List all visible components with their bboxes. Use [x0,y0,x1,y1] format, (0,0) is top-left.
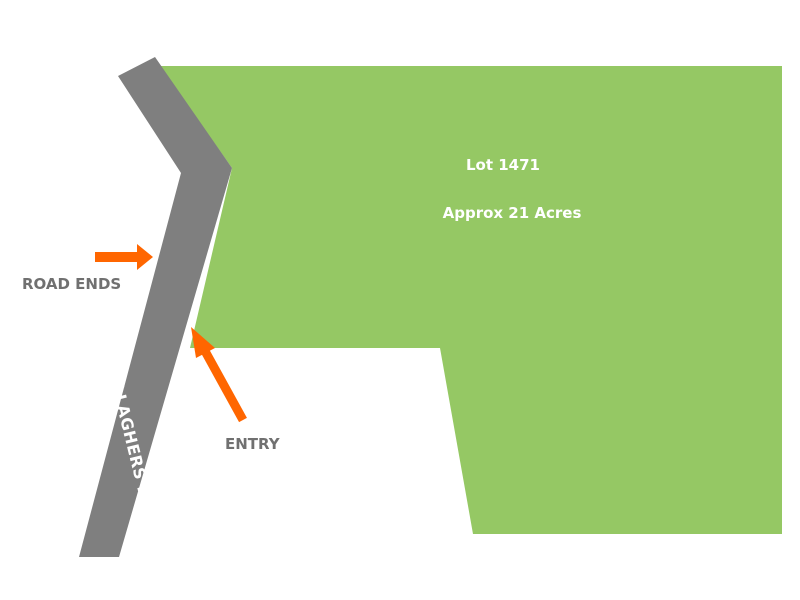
gallaghers-road [79,57,232,557]
entry-label: ENTRY [225,435,281,453]
lot-name: Lot 1471 [466,156,540,174]
road-ends-label: ROAD ENDS [22,275,121,293]
arrow-right-icon [95,244,153,270]
lot-parcel [160,66,782,534]
arrow-up-left-icon [191,327,247,423]
lot-area: Approx 21 Acres [443,204,582,222]
